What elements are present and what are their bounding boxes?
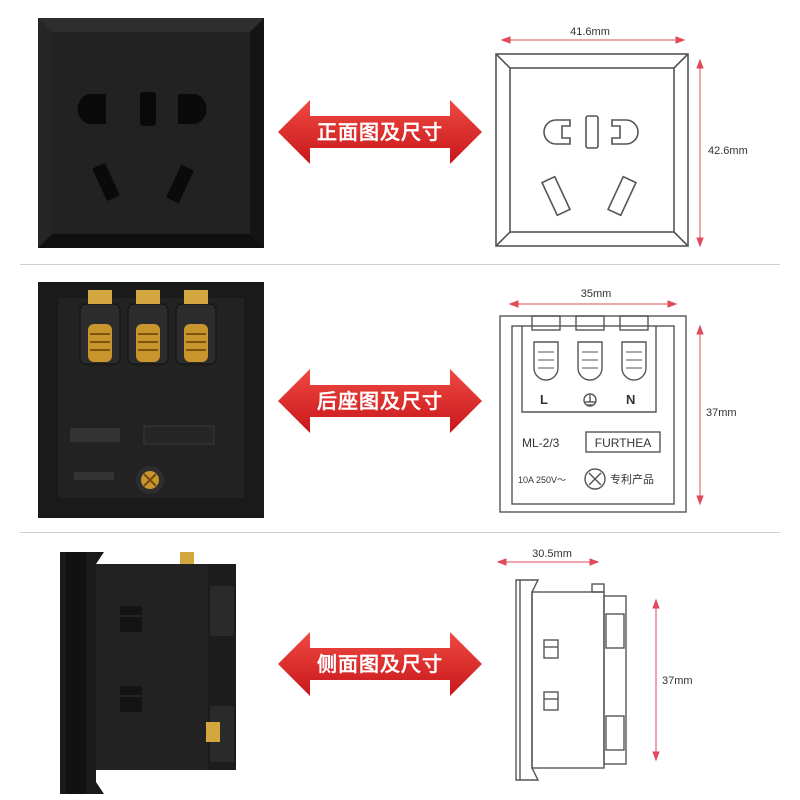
back-view-label: 后座图及尺寸 bbox=[317, 389, 443, 413]
side-view-arrow: 侧面图及尺寸 bbox=[278, 632, 482, 696]
front-view-label: 正面图及尺寸 bbox=[317, 120, 443, 144]
rating-label: 10A 250V～ bbox=[518, 475, 567, 485]
back-view-section: 35mm 37mm L N ML-2/3 FURTHEA 10A 250V～ 专… bbox=[0, 268, 800, 530]
brand-label: FURTHEA bbox=[594, 436, 652, 450]
front-line-drawing bbox=[495, 53, 689, 247]
patent-label: 专利产品 bbox=[610, 473, 654, 486]
back-width-dimension: 35mm bbox=[580, 288, 612, 300]
front-view-arrow: 正面图及尺寸 bbox=[278, 100, 482, 164]
section-divider bbox=[20, 264, 780, 265]
double-arrow-icon bbox=[278, 632, 482, 696]
terminal-l-label: L bbox=[540, 392, 548, 407]
back-dimension-lines bbox=[508, 300, 704, 506]
front-photo-and-drawing bbox=[38, 18, 704, 248]
front-view-section: 41.6mm 42.6mm 正面图及尺寸 bbox=[0, 0, 800, 262]
front-width-dimension: 41.6mm bbox=[570, 26, 610, 38]
side-height-dimension: 37mm bbox=[662, 675, 693, 687]
back-photo-and-drawing bbox=[38, 282, 704, 518]
side-view-section: 30.5mm 37mm 侧面图及尺寸 bbox=[0, 536, 800, 800]
section-divider bbox=[20, 532, 780, 533]
side-width-dimension: 30.5mm bbox=[532, 548, 572, 560]
side-line-drawing bbox=[515, 579, 627, 781]
side-socket-photo bbox=[60, 552, 236, 794]
back-socket-photo bbox=[38, 282, 264, 518]
front-socket-photo bbox=[38, 18, 264, 248]
back-view-arrow: 后座图及尺寸 bbox=[278, 369, 482, 433]
front-dimension-lines bbox=[500, 36, 704, 248]
side-view-label: 侧面图及尺寸 bbox=[317, 652, 443, 676]
side-photo-and-drawing bbox=[60, 552, 660, 794]
double-arrow-icon bbox=[278, 369, 482, 433]
brass-terminal-screws bbox=[88, 290, 208, 362]
back-line-drawing bbox=[499, 315, 687, 513]
terminal-n-label: N bbox=[626, 392, 636, 407]
double-arrow-icon bbox=[278, 100, 482, 164]
front-height-dimension: 42.6mm bbox=[708, 145, 748, 157]
side-dimension-lines bbox=[496, 558, 660, 762]
back-height-dimension: 37mm bbox=[706, 407, 737, 419]
model-label: ML-2/3 bbox=[522, 436, 560, 450]
